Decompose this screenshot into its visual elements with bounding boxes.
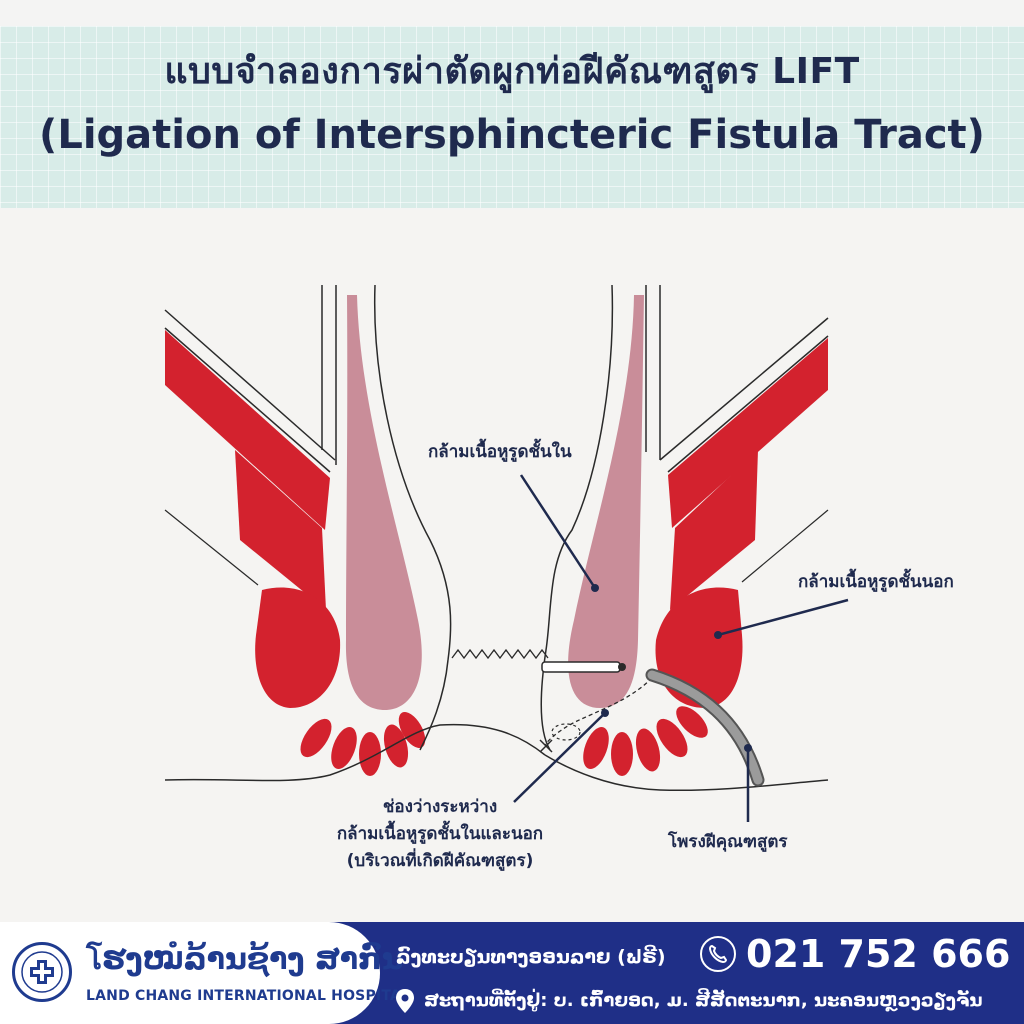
leader-dot-fistula [744, 744, 752, 752]
leader-external-sphincter [717, 598, 849, 637]
label-intersphincteric-line3: (บริเวณที่เกิดฝีคัณฑสูตร) [346, 851, 534, 871]
subcutaneous-muscle-left-3 [359, 732, 381, 776]
label-intersphincteric-line2: กล้ามเนื้อหูรูดชั้นในและนอก [336, 824, 544, 844]
hospital-name-english: LAND CHANG INTERNATIONAL HOSPITAL [86, 988, 411, 1004]
label-intersphincteric-line1: ช่องว่างระหว่าง [382, 797, 498, 817]
external-sphincter-right-upper [668, 338, 828, 528]
phone-number[interactable]: 021 752 666 [746, 932, 1011, 976]
rectum-wall-inner-left [164, 327, 331, 473]
external-sphincter-right-middle [670, 450, 758, 610]
hospital-logo [12, 942, 72, 1002]
logo-panel: โຮງໝໍລ້ານຊ້າງ ສາກົນ LAND CHANG INTERNATI… [0, 922, 410, 1024]
anal-verge-left [419, 659, 449, 751]
external-sphincter-left-upper [165, 330, 330, 530]
subcutaneous-muscle-left-4 [383, 724, 409, 768]
title-english: (Ligation of Intersphincteric Fistula Tr… [39, 112, 985, 158]
subcutaneous-muscle-right-4 [656, 718, 688, 758]
external-sphincter-left-middle [235, 450, 326, 610]
rectum-wall-outer-right [659, 317, 829, 461]
address-text: ສະຖານທີ່ຕັ້ງຢູ່: ບ. ເກົ້າຍອດ, ມ. ສີສັດຕະ… [424, 990, 983, 1011]
anal-canal-left-edge [373, 284, 452, 661]
footer-bar: โຮງໝໍລ້ານຊ້າງ ສາກົນ LAND CHANG INTERNATI… [0, 922, 1024, 1024]
phone-icon [700, 936, 736, 972]
external-sphincter-left-lower [255, 587, 341, 708]
levator-line-left [164, 509, 259, 586]
dentate-line [451, 648, 549, 660]
skin-surface-right [544, 754, 829, 792]
lift-diagram: กล้ามเนื้อหูรูดชั้นใน กล้ามเนื้อหูรูดชั้… [0, 210, 1024, 922]
anatomy-illustration [164, 284, 849, 822]
label-intersphincteric-space: ช่องว่างระหว่าง กล้ามเนื้อหูรูดชั้นในและ… [300, 794, 580, 875]
header-banner [0, 26, 1024, 208]
leader-dot-external [714, 631, 722, 639]
skin-surface-left [164, 723, 546, 782]
label-internal-sphincter: กล้ามเนื้อหูรูดชั้นใน [428, 442, 572, 462]
rectum-wall-inner-right [667, 335, 829, 473]
label-external-sphincter: กล้ามเนื้อหูรูดชั้นนอก [798, 572, 954, 592]
fistula-tract-tube [647, 670, 763, 785]
internal-opening [551, 723, 581, 741]
location-pin-icon [396, 989, 414, 1013]
hospital-name-local: โຮງໝໍລ້ານຊ້າງ ສາກົນ [86, 942, 404, 977]
subcutaneous-muscle-left-1 [300, 718, 332, 758]
subcutaneous-muscle-right-3 [635, 728, 661, 772]
anal-canal-right-edge [540, 284, 614, 751]
levator-line-right [741, 509, 829, 583]
subcutaneous-muscle-right-1 [583, 726, 609, 770]
ligation-knot-1 [618, 663, 626, 671]
leader-internal-sphincter [519, 474, 597, 589]
internal-sphincter-left [345, 295, 422, 710]
subcutaneous-muscle-left-5 [398, 711, 426, 749]
title-thai: แบบจำลองการผ่าตัดผูกท่อฝีคัณฑสูตร LIFT [164, 51, 860, 92]
leader-dot-internal [591, 584, 599, 592]
leader-intersphincteric [513, 712, 606, 803]
fistula-path-dashed [544, 677, 653, 746]
leader-dot-intersphincteric [601, 709, 609, 717]
hotline-label: ລົງທະບຽນທາງອອນລາຍ (ຟຣີ) [396, 946, 666, 968]
internal-sphincter-right [568, 295, 644, 708]
hospital-cross-icon [21, 951, 63, 993]
ligated-tract [541, 661, 621, 673]
subcutaneous-muscle-right-5 [676, 706, 708, 738]
label-fistula-tract: โพรงฝีคุณฑสูตร [668, 832, 788, 852]
closed-opening-mark [539, 739, 553, 753]
subcutaneous-muscle-left-2 [331, 726, 357, 770]
subcutaneous-muscle-right-2 [611, 732, 633, 776]
rectum-wall-outer-left [164, 309, 336, 461]
